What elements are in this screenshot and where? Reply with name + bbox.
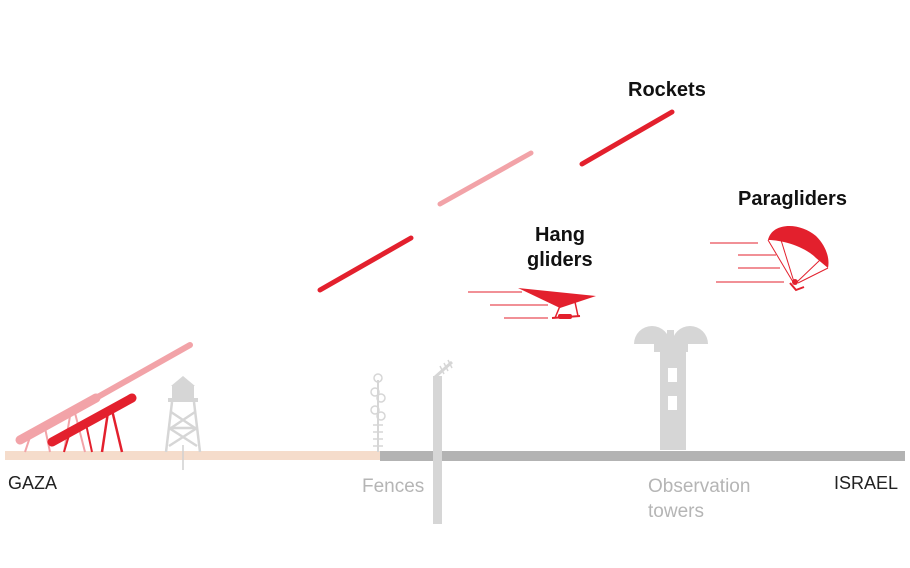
rocket-icon (317, 109, 675, 293)
fence-icon (370, 359, 453, 524)
watchtower-icon (164, 376, 202, 453)
rocket-launcher-icon (15, 342, 193, 453)
observation-tower-icon (634, 326, 708, 450)
observation-towers-label-line1: Observation (648, 476, 751, 497)
fences-label: Fences (362, 476, 425, 497)
gaza-label: GAZA (8, 473, 58, 493)
paragliders-label: Paragliders (738, 188, 847, 210)
paraglider-icon (710, 225, 829, 292)
israel-ground (380, 451, 905, 461)
hang-gliders-label-line2: gliders (527, 249, 593, 271)
hang-gliders-label-line1: Hang (535, 224, 585, 246)
israel-label: ISRAEL (834, 473, 899, 493)
observation-towers-label-line2: towers (648, 501, 704, 522)
gaza-ground (5, 451, 380, 460)
hang-glider-icon (468, 288, 596, 319)
rockets-label: Rockets (628, 79, 706, 101)
